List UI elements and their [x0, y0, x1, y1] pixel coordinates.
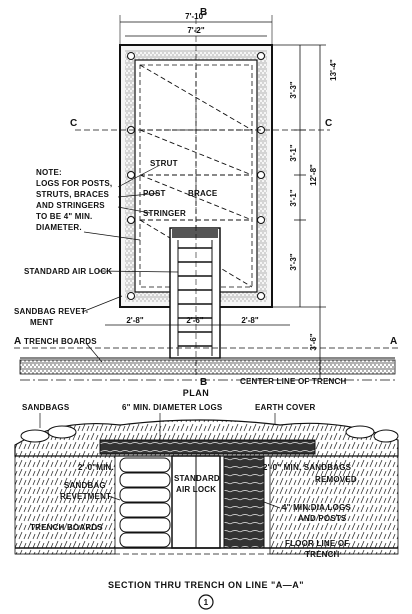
- leader-logs-posts: [263, 501, 281, 509]
- label-air-lock-2: AIR LOCK: [176, 485, 216, 494]
- label-sandbag-2: MENT: [30, 318, 53, 327]
- label-stringer: STRINGER: [143, 209, 186, 218]
- label-min-left: 2'-0"MIN.: [78, 463, 114, 472]
- dim-seg-mid2: 3'-1": [289, 189, 298, 206]
- label-sandbags: SANDBAGS: [22, 403, 70, 412]
- leader-air-lock: [97, 270, 179, 273]
- section-top-sandbags: [20, 425, 399, 443]
- note-line-1: NOTE:: [36, 168, 62, 177]
- section-ground-left: [14, 455, 116, 555]
- label-logs-posts-1: 4" MIN.DIA.LOGS: [282, 503, 351, 512]
- plan-note: NOTE: LOGS FOR POSTS, STRUTS, BRACES AND…: [36, 168, 112, 232]
- label-air-lock-1: STANDARD: [174, 474, 220, 483]
- label-trench-boards-2: TRENCH BOARDS: [30, 523, 103, 532]
- leader-revet: [107, 495, 121, 501]
- note-line-5: TO BE 4" MIN.: [36, 212, 92, 221]
- note-line-3: STRUTS, BRACES: [36, 190, 109, 199]
- plan-air-lock-curtain: [172, 228, 218, 238]
- label-floor-1: FLOOR LINE OF: [285, 539, 349, 548]
- dim-right-inner: 12'-8": [309, 164, 318, 186]
- label-floor-2: TRENCH: [305, 550, 340, 559]
- label-revet-1: SANDBAG: [64, 481, 106, 490]
- label-air-lock: STANDARD AIR LOCK: [24, 267, 112, 276]
- marker-a-left: A: [14, 336, 21, 347]
- dim-bottom-rightw: 2'-8": [241, 316, 258, 325]
- dim-inner-width: 7'-2": [187, 26, 204, 35]
- leader-trench-boards: [85, 342, 103, 363]
- leader-sandbag: [81, 295, 123, 313]
- section-title: SECTION THRU TRENCH ON LINE "A—A": [108, 580, 304, 590]
- marker-b-top: B: [200, 7, 207, 18]
- label-strut: STRUT: [150, 159, 178, 168]
- plan-air-lock-steps: [178, 247, 212, 347]
- dim-seg-top: 3'-3": [289, 81, 298, 98]
- label-center-line: CENTER LINE OF TRENCH: [240, 377, 346, 386]
- section-log-wall: [223, 455, 265, 549]
- label-min-right: 2'-0" MIN. SANDBAGS: [263, 463, 352, 472]
- label-trench-boards: TRENCH BOARDS: [24, 337, 97, 346]
- dim-outer-width: 7'-10": [185, 12, 207, 21]
- dim-seg-mid: 3'-1": [289, 144, 298, 161]
- label-brace: BRACE: [188, 189, 218, 198]
- dim-bottom-mid: 2'-6": [186, 316, 203, 325]
- figure-number: 1: [204, 598, 209, 607]
- dim-bottom-left: 2'-8": [126, 316, 143, 325]
- note-leaders: [83, 164, 161, 241]
- section-view: SANDBAGS 6" MIN. DIAMETER LOGS EARTH COV…: [14, 403, 399, 610]
- figure-number-circle: [198, 594, 214, 610]
- plan-trench-boards: [19, 359, 396, 375]
- plan-view: 7'-10" 7'-2" 3'-3" 3'-1" 3'-1" 3'-3" 12'…: [14, 7, 398, 398]
- marker-b-bottom: B: [200, 377, 207, 388]
- dim-bottom-right: 3'-6": [309, 333, 318, 350]
- note-line-6: DIAMETER.: [36, 223, 82, 232]
- marker-c-right: C: [325, 118, 332, 129]
- label-revet-2: REVETMENT: [60, 492, 111, 501]
- label-logs: 6" MIN. DIAMETER LOGS: [122, 403, 223, 412]
- note-line-4: AND STRINGERS: [36, 201, 105, 210]
- dim-right-total: 13'-4": [329, 59, 338, 81]
- label-earth-cover: EARTH COVER: [255, 403, 315, 412]
- dim-seg-bottom: 3'-3": [289, 253, 298, 270]
- note-line-2: LOGS FOR POSTS,: [36, 179, 112, 188]
- dim-ticks-right: [272, 44, 326, 308]
- plan-title: PLAN: [183, 388, 210, 398]
- marker-c-left: C: [70, 118, 77, 129]
- section-sandbag-revetment: [119, 457, 171, 548]
- label-removed: REMOVED: [315, 475, 357, 484]
- marker-a-right: A: [390, 336, 397, 347]
- section-ground-right: [269, 455, 399, 555]
- label-logs-posts-2: AND POSTS: [298, 514, 347, 523]
- label-post: POST: [143, 189, 166, 198]
- section-log-roof: [99, 439, 316, 455]
- label-sandbag-1: SANDBAG REVET-: [14, 307, 88, 316]
